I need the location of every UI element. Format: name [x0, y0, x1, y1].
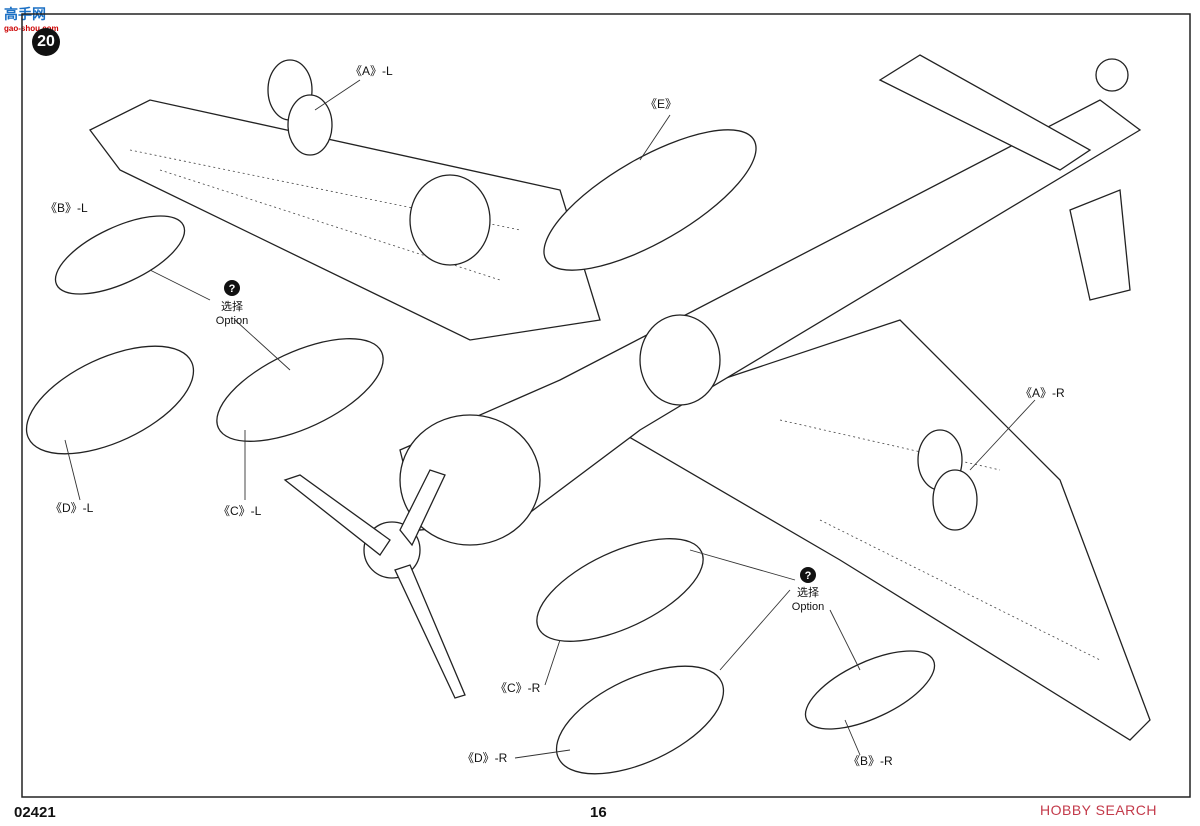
nose-cowling	[399, 414, 541, 546]
page-number: 16	[590, 804, 607, 821]
tailplane	[878, 54, 1092, 171]
question-glyph: ?	[229, 283, 236, 295]
tail-fin	[1069, 189, 1131, 301]
option-cn: 选择	[797, 585, 819, 599]
hobby-search-watermark: HOBBY SEARCH	[1040, 802, 1157, 818]
left-wing	[89, 99, 601, 341]
question-icon	[800, 567, 816, 583]
option-en: Option	[792, 601, 824, 613]
label-b-left: 《B》-L	[45, 201, 88, 215]
question-glyph: ?	[805, 570, 812, 582]
label-a-right: 《A》-R	[1020, 386, 1065, 400]
logo-subtext: gao-shou.com	[4, 24, 59, 33]
option-left: ? 选择 Option	[216, 280, 248, 327]
page-frame	[21, 13, 1191, 798]
label-c-left: 《C》-L	[218, 504, 262, 518]
label-b-right: 《B》-R	[848, 754, 893, 768]
label-e: 《E》	[645, 97, 677, 111]
pod-d-right	[555, 665, 725, 775]
right-engine-nacelle	[639, 314, 721, 406]
pod-b-left	[54, 215, 186, 295]
label-d-left: 《D》-L	[50, 501, 94, 515]
pod-e	[543, 129, 757, 271]
pod-b-right	[804, 650, 936, 730]
propeller-blade	[399, 469, 446, 547]
propeller-blade	[283, 474, 391, 556]
label-d-right: 《D》-R	[462, 751, 508, 765]
question-icon	[224, 280, 240, 296]
pod-c-right	[536, 538, 704, 642]
step-number-badge: 20	[32, 28, 60, 56]
option-en: Option	[216, 315, 248, 327]
label-c-right: 《C》-R	[495, 681, 541, 695]
product-code: 02421	[14, 804, 56, 821]
rocket-pack-a-right	[917, 429, 978, 531]
pod-c-left	[216, 338, 384, 442]
option-right: ? 选择 Option	[792, 567, 824, 613]
left-engine-nacelle	[409, 174, 491, 266]
pod-d-left	[25, 345, 195, 455]
rocket-pack-a-left	[267, 59, 333, 156]
option-cn: 选择	[221, 299, 243, 313]
tail-intake	[1095, 58, 1129, 92]
right-wing	[598, 319, 1151, 741]
label-a-left: 《A》-L	[350, 64, 393, 78]
propeller-blade	[394, 564, 466, 699]
